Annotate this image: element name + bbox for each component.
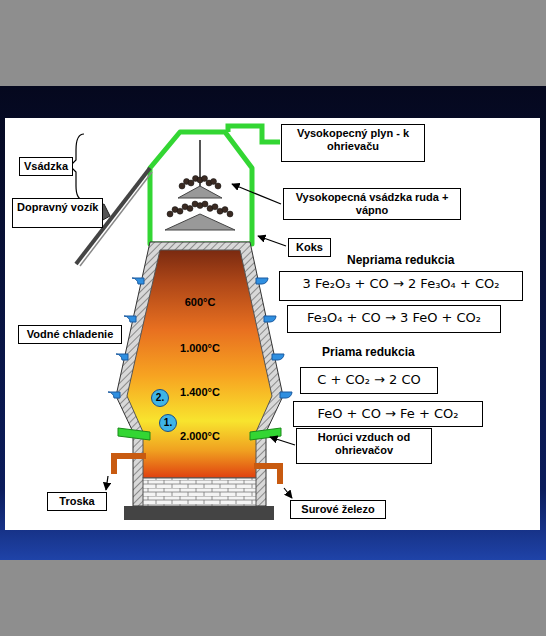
cooling-element — [264, 316, 276, 322]
charge-piece — [215, 183, 221, 189]
reaction-box: 3 Fe₂O₃ + CO → 2 Fe₃O₄ + CO₂ — [279, 271, 523, 301]
tuyeres-part — [250, 428, 281, 440]
charge-material-box: Vysokopecná vsádzka ruda + vápno — [283, 188, 461, 220]
water-cooling — [108, 278, 292, 398]
furnace-hood-part — [150, 132, 252, 244]
cooling-element — [124, 316, 136, 322]
coke-box: Koks — [288, 238, 331, 257]
temperature-label: 1.400°C — [180, 386, 220, 398]
charge-piece — [212, 204, 218, 210]
tuyeres-part — [118, 428, 150, 440]
node-text: Fe₃O₄ + CO → 3 FeO + CO₂ — [294, 310, 494, 326]
node-text: Vodné chladenie — [23, 328, 117, 341]
leader-lines-part — [232, 184, 281, 204]
charge-box: Vsádzka — [19, 157, 73, 176]
reaction-box: C + CO₂ → 2 CO — [300, 367, 438, 394]
charge-piece — [211, 179, 217, 185]
charge-piece — [179, 183, 185, 189]
node-text: FeO + CO → Fe + CO₂ — [300, 406, 476, 422]
leader-lines-part — [284, 488, 292, 498]
node-text: Surové železo — [295, 503, 381, 516]
node-text: Vysokopecná vsádzka ruda + vápno — [288, 191, 456, 217]
slide-background-part — [0, 86, 546, 560]
leader-lines-part — [106, 476, 108, 490]
leader-lines — [70, 134, 295, 498]
leader-lines-part — [258, 236, 286, 246]
temperature-label: 2.000°C — [180, 430, 220, 442]
node-text: Dopravný vozík — [17, 201, 98, 214]
cooling-element — [132, 278, 144, 284]
furnace-wall-part — [127, 250, 272, 478]
furnace-hood — [150, 126, 280, 244]
temperature-label: 600°C — [185, 296, 216, 308]
charge-piece — [177, 208, 183, 214]
label-box: Surové železo — [290, 500, 386, 519]
furnace-wall-part — [143, 478, 256, 506]
label-box: Vodné chladenie — [18, 325, 122, 344]
callout-text: 1. — [164, 417, 172, 429]
leader-lines-part — [270, 437, 295, 445]
callout-text: 2. — [156, 392, 164, 404]
gas-box: Vysokopecný plyn - k ohrievaču — [281, 124, 425, 162]
tap-pipes-part — [254, 466, 280, 484]
section-heading: Priama redukcia — [322, 345, 415, 359]
tap-pipes — [114, 456, 280, 484]
node-text: C + CO₂ → 2 CO — [307, 372, 431, 388]
node-text: Koks — [293, 241, 326, 254]
node-text: Troska — [52, 495, 102, 508]
label-box: Troska — [47, 492, 107, 511]
charge-piece — [167, 211, 173, 217]
tap-pipes-part — [114, 456, 146, 474]
furnace-wall — [116, 242, 283, 520]
label-box: Horúci vzduch od ohrievačov — [296, 428, 432, 464]
charge-pieces — [167, 176, 233, 218]
furnace-wall-part — [124, 506, 274, 520]
cooling-element — [280, 392, 292, 398]
callout-number: 2. — [151, 389, 169, 407]
furnace-wall-part — [116, 242, 283, 506]
furnace-hood-part — [228, 126, 280, 142]
cooling-element — [108, 392, 120, 398]
reaction-box: FeO + CO → Fe + CO₂ — [293, 401, 483, 427]
node-text: 3 Fe₂O₃ + CO → 2 Fe₃O₄ + CO₂ — [286, 276, 516, 292]
temperature-label: 1.000°C — [180, 342, 220, 354]
reaction-box: Fe₃O₄ + CO → 3 FeO + CO₂ — [287, 305, 501, 333]
section-heading: Nepriama redukcia — [347, 253, 454, 267]
charge-piece — [227, 211, 233, 217]
cooling-element — [272, 354, 284, 360]
cooling-element — [116, 354, 128, 360]
charge-piece — [222, 207, 228, 213]
cooling-element — [256, 278, 268, 284]
slide-background-part — [5, 118, 540, 530]
node-text: Vsádzka — [24, 160, 68, 173]
callout-number: 1. — [159, 414, 177, 432]
charge-piece — [187, 205, 193, 211]
charge-piece — [202, 176, 208, 182]
furnace-hood-part — [165, 214, 235, 230]
charge-piece — [188, 180, 194, 186]
charge-piece — [202, 201, 208, 207]
node-text: Vysokopecný plyn - k ohrievaču — [286, 127, 420, 153]
skip-car-box: Dopravný vozík — [12, 198, 103, 228]
node-text: Horúci vzduch od ohrievačov — [301, 431, 427, 457]
